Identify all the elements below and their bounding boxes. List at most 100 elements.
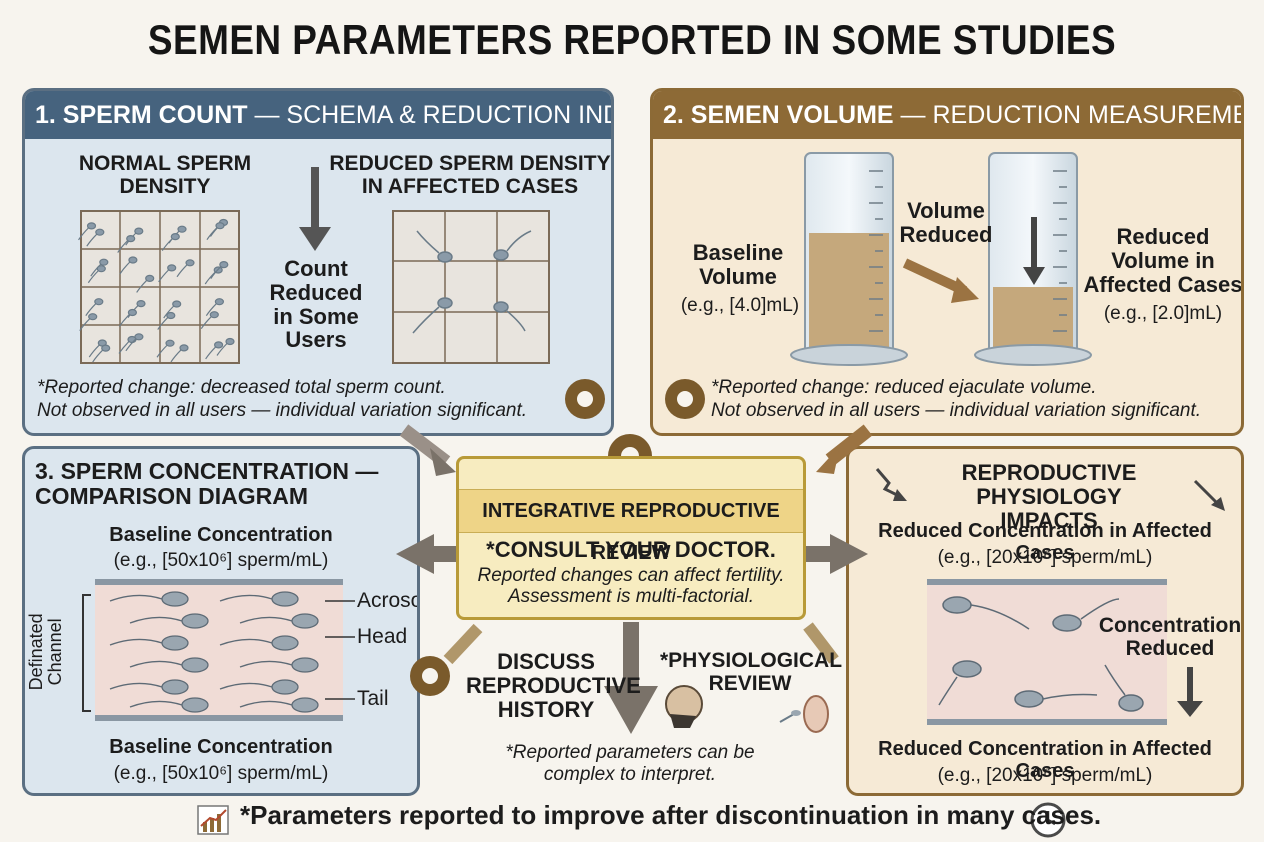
semen-volume-panel: 2. SEMEN VOLUME — REDUCTION MEASUREMENT xyxy=(650,88,1244,436)
sperm-tail xyxy=(87,270,99,284)
sperm-head xyxy=(99,258,109,266)
sperm-tail xyxy=(216,343,228,356)
normal-sperm-cluster xyxy=(78,218,235,363)
channel-sperm-tail xyxy=(239,660,293,668)
sperm-head xyxy=(95,228,105,236)
sperm-head xyxy=(177,225,187,233)
sperm-tail xyxy=(118,314,130,327)
sperm-tail xyxy=(156,344,168,358)
volume-reduced-arrow xyxy=(902,258,979,303)
gear-icon xyxy=(665,379,705,419)
concentration-channel xyxy=(82,579,355,721)
sperm-head xyxy=(219,261,229,269)
sperm-head xyxy=(101,344,111,352)
sperm-tail xyxy=(86,233,98,247)
sperm-tail xyxy=(117,240,129,253)
bottom-concentration-label: Baseline Concentration xyxy=(109,736,333,758)
channel-sperm-tail xyxy=(109,638,163,646)
sperm-tail xyxy=(157,317,169,330)
reduced-volume-value: (e.g., [2.0]mL) xyxy=(1103,303,1223,324)
reduced-channel xyxy=(875,468,1225,725)
sperm-head xyxy=(165,339,175,347)
concentration-reduced-label: Concentration Reduced xyxy=(1098,614,1242,660)
channel-sperm-tail xyxy=(219,682,273,690)
volume-cylinders xyxy=(665,152,1092,419)
physiological-review-label: *PHYSIOLOGICAL REVIEW xyxy=(660,649,843,695)
channel-sperm-tail xyxy=(109,682,163,690)
channel-sperm-tail xyxy=(129,700,183,708)
sperm-head xyxy=(215,222,225,230)
sperm-head xyxy=(86,222,97,230)
baseline-volume-label: Baseline Volume xyxy=(692,240,784,289)
sperm-tail xyxy=(92,349,104,363)
channel-sperm-tail xyxy=(239,700,293,708)
sperm-head xyxy=(136,300,146,308)
channel-sperm-tail xyxy=(109,594,163,602)
consult-subtext: Reported changes can affect fertility. A… xyxy=(477,565,785,608)
sperm-head xyxy=(214,298,224,306)
sperm-head xyxy=(134,227,144,235)
top-concentration-value: (e.g., [50x10⁶] sperm/mL) xyxy=(113,550,329,571)
channel-sperm-tail xyxy=(219,638,273,646)
sperm-head xyxy=(179,344,189,352)
head-label: Head xyxy=(357,625,408,648)
sperm-tail xyxy=(200,316,212,330)
count-reduced-label: Count Reduced in Some Users xyxy=(269,256,363,353)
sperm-concentration-header: 3. SPERM CONCENTRATION — COMPARISON DIAG… xyxy=(35,458,379,509)
sperm-tail xyxy=(170,349,182,363)
sperm-tail xyxy=(125,338,137,352)
normal-density-label: NORMAL SPERM DENSITY xyxy=(78,152,252,198)
footer-note: *Parameters reported to improve after di… xyxy=(240,800,1102,830)
semen-volume-header: 2. SEMEN VOLUME — REDUCTION MEASUREMENT xyxy=(653,91,1241,139)
sperm-tail xyxy=(206,227,218,241)
sperm-tail xyxy=(79,318,91,332)
reduced-density-grid xyxy=(392,210,550,364)
volume-reduced-label: Volume Reduced xyxy=(899,198,993,247)
channel-sperm-tail xyxy=(219,594,273,602)
reduced-volume-label: Reduced Volume in Affected Cases xyxy=(1083,224,1243,297)
baseline-volume-value: (e.g., [4.0]mL) xyxy=(680,295,800,316)
sperm-tail xyxy=(88,344,100,358)
integrative-review-box: INTEGRATIVE REPRODUCTIVE REVIEW *CONSULT… xyxy=(456,456,806,620)
sperm-tail xyxy=(119,261,131,275)
reduced-density-label: REDUCED SPERM DENSITY IN AFFECTED CASES xyxy=(329,152,611,198)
reduced-sperm-cluster xyxy=(412,230,532,334)
sperm-head xyxy=(127,308,138,317)
anatomy-icon xyxy=(779,695,829,733)
gear-icon xyxy=(565,379,605,419)
bottom-reduced-value: (e.g., [20x10⁶] sperm/mL) xyxy=(937,765,1153,786)
physiology-panel: REPRODUCTIVE PHYSIOLOGY IMPACTS Reduced … xyxy=(846,446,1244,796)
channel-sperm-tail xyxy=(129,616,183,624)
sperm-count-header: 1. SPERM COUNT — SCHEMA & REDUCTION INDI… xyxy=(25,91,611,139)
sperm-head xyxy=(88,313,98,321)
discuss-history-label: DISCUSS REPRODUCTIVE HISTORY xyxy=(466,649,641,722)
sperm-head xyxy=(170,233,180,241)
sperm-head xyxy=(166,311,176,320)
sperm-tail xyxy=(158,269,170,283)
integrative-review-header: INTEGRATIVE REPRODUCTIVE REVIEW xyxy=(459,489,803,564)
bottom-concentration-value: (e.g., [50x10⁶] sperm/mL) xyxy=(113,763,329,784)
sperm-head xyxy=(126,235,136,243)
bottom-reduced-label: Reduced Concentration in Affected Cases xyxy=(878,738,1212,782)
clock-icon xyxy=(1030,802,1066,838)
semen-volume-note: *Reported change: reduced ejaculate volu… xyxy=(711,377,1202,421)
baseline-cylinder xyxy=(790,152,908,366)
top-reduced-value: (e.g., [20x10⁶] sperm/mL) xyxy=(937,547,1153,568)
brain-icon xyxy=(665,685,703,728)
count-down-arrow xyxy=(299,167,331,251)
sperm-head xyxy=(96,265,106,273)
sperm-tail xyxy=(90,263,102,277)
sperm-count-graphics xyxy=(78,167,605,419)
sperm-head xyxy=(172,300,182,308)
reduced-cylinder xyxy=(974,152,1092,366)
acrosome-label: Acrosome xyxy=(357,589,417,612)
top-concentration-label: Baseline Concentration xyxy=(109,524,333,546)
channel-sperm-tail xyxy=(129,660,183,668)
normal-density-grid xyxy=(80,210,240,364)
chart-up-icon xyxy=(197,805,229,835)
sperm-head xyxy=(134,333,144,341)
sperm-head xyxy=(225,337,235,346)
gear-icon xyxy=(410,656,450,696)
sperm-tail xyxy=(136,279,148,293)
